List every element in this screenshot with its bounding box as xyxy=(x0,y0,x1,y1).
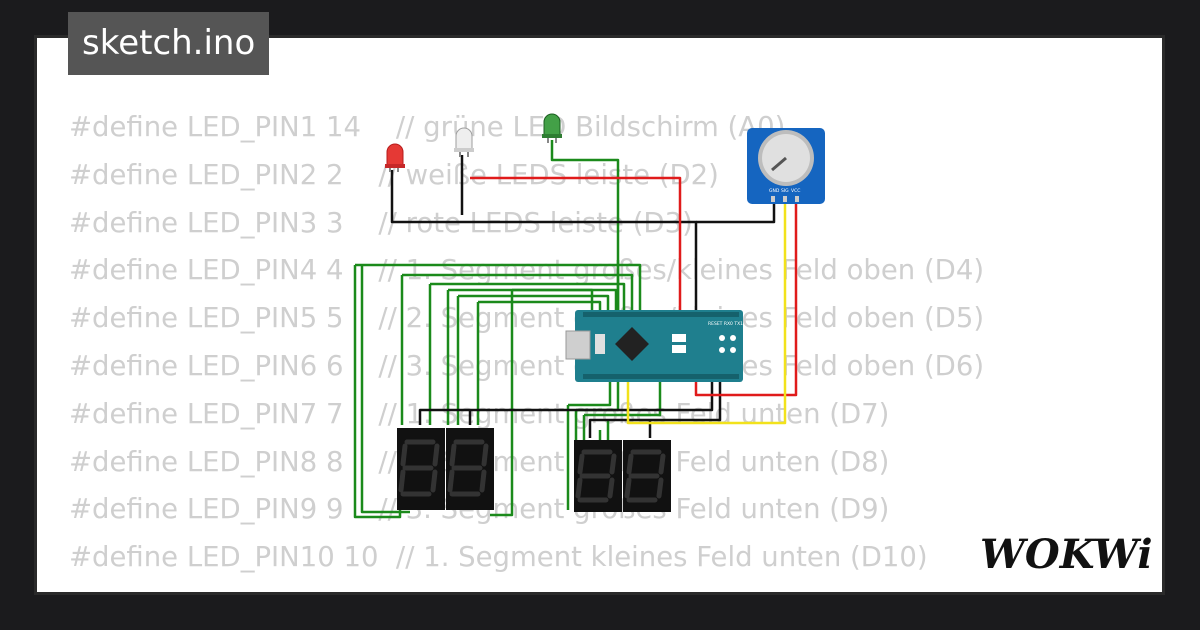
file-name-tab[interactable]: sketch.ino xyxy=(68,12,270,75)
wire-green xyxy=(458,294,610,312)
led-green[interactable] xyxy=(542,113,562,143)
wire-green xyxy=(568,380,612,407)
project-preview-card: #define LED_PIN1 14 // grüne LED Bildsch… xyxy=(34,35,1165,595)
wokwi-logo-text: WOKWi xyxy=(980,531,1151,578)
seven-segment-display[interactable] xyxy=(397,428,445,510)
wire-green xyxy=(355,263,642,312)
wire-yellow xyxy=(626,200,787,425)
wire-green xyxy=(353,265,402,519)
pot-pin-label: SIG xyxy=(781,188,789,194)
wire-green xyxy=(550,140,620,312)
wire-green xyxy=(402,273,634,312)
seven-segment-display[interactable] xyxy=(446,428,494,510)
code-line: #define LED_PIN7 7 // 1. Segment großes … xyxy=(69,397,890,430)
code-line: #define LED_PIN5 5 // 2. Segment großes/… xyxy=(69,302,985,335)
code-background: #define LED_PIN1 14 // grüne LED Bildsch… xyxy=(69,104,985,592)
wire-green xyxy=(490,290,514,517)
wire-red xyxy=(694,200,798,397)
pot-pin-label: GND xyxy=(769,188,780,194)
wire-green xyxy=(512,288,594,312)
code-line: #define LED_PIN1 14 // grüne LED Bildsch… xyxy=(69,111,786,143)
wire-green xyxy=(430,282,626,312)
wire-green xyxy=(448,288,618,312)
wire-green xyxy=(584,380,662,417)
led-red[interactable] xyxy=(385,143,405,172)
wokwi-logo: WOKWi xyxy=(980,531,1151,578)
wire-black xyxy=(588,380,722,438)
seven-segment-display[interactable] xyxy=(623,440,671,512)
board-label: RESET RX0 TX1 xyxy=(708,321,743,327)
arduino-nano-board[interactable]: RESET RX0 TX1 xyxy=(565,310,743,382)
wire-green xyxy=(478,300,602,312)
seven-segment-display[interactable] xyxy=(574,440,622,512)
wire-red xyxy=(470,176,682,312)
code-line: #define LED_PIN2 2 // weiße LEDS leiste … xyxy=(69,158,719,191)
wire-black xyxy=(390,170,698,312)
led-white[interactable] xyxy=(454,127,474,157)
pot-pin-label: VCC xyxy=(791,188,800,194)
wire-black xyxy=(418,380,714,425)
potentiometer[interactable]: GND SIG VCC xyxy=(747,128,825,204)
wires xyxy=(353,140,798,519)
code-line: #define LED_PIN10 10 // 1. Segment klein… xyxy=(69,541,928,574)
wire-green xyxy=(360,265,410,514)
wire-black xyxy=(696,200,776,224)
code-line: #define LED_PIN4 4 // 1. Segment großes/… xyxy=(69,254,985,287)
